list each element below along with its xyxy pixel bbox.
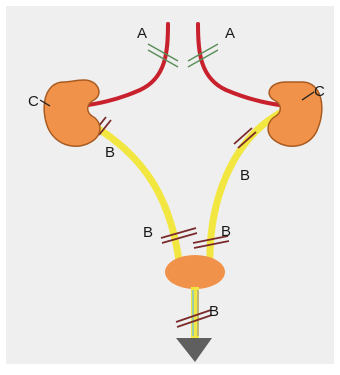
- urethra: [193, 287, 198, 338]
- label-artery-right: A: [225, 25, 235, 42]
- label-ureter-left: B: [105, 144, 115, 161]
- diagram-background: [6, 6, 334, 364]
- label-ureter-right: B: [240, 167, 250, 184]
- label-kidney-left: C: [28, 93, 39, 110]
- label-ureter-lower-right: B: [221, 223, 231, 240]
- label-kidney-right: C: [314, 83, 325, 100]
- label-artery-left: A: [137, 25, 147, 42]
- label-ureter-lower-left: B: [143, 224, 153, 241]
- bladder: [165, 255, 225, 289]
- label-urethra: B: [209, 303, 219, 320]
